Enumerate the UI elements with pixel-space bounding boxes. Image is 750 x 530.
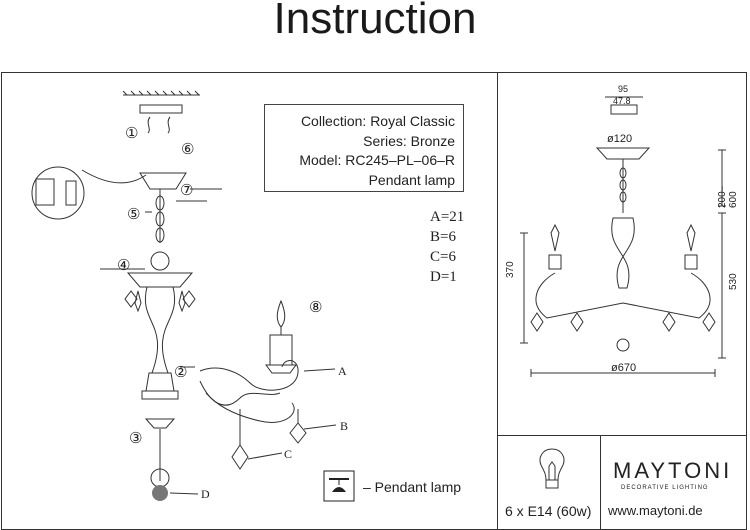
diameter-dim: ø670 [611,362,637,374]
step-7-marker: ⑦ [180,181,194,199]
height-left-dim: 370 [505,261,516,278]
part-d-marker: D [201,487,210,501]
step-1-marker: ① [125,124,139,142]
assembly-drawing [31,90,337,501]
step-3-marker: ③ [129,429,143,447]
bulb-spec: 6 x E14 (60w) [505,503,592,519]
bulb-icon [539,448,565,489]
dimension-drawing [520,96,726,377]
part-a-marker: A [338,364,347,378]
part-c-marker: C [284,447,293,461]
brand-website: www.maytoni.de [608,503,703,518]
part-code: D=1 [430,269,457,285]
brand-tagline: DECORATIVE LIGHTING [621,485,709,491]
step-4-marker: ④ [117,256,131,274]
step-8-marker: ⑧ [309,298,323,316]
chain-dim: 200–600 [717,185,739,208]
pendant-lamp-icon [323,470,355,502]
collection-text: Collection: Royal Classic [300,113,455,129]
type-text: Pendant lamp [368,171,455,188]
top-width-dim: 95 [618,84,629,94]
legend-label: – Pendant lamp [363,479,462,495]
brand-logo: MAYTONI [613,458,733,483]
parts-list: A=21 B=6 C=6 D=1 [430,207,464,287]
model-text: Model: RC245–PL–06–R [299,152,455,168]
part-code: C=6 [430,249,456,265]
step-6-marker: ⑥ [181,140,195,158]
height-right-dim: 530 [728,273,739,290]
part-b-marker: B [340,419,349,433]
part-code: A=21 [430,209,465,225]
product-info-box: Collection: Royal Classic Series: Bronze… [264,104,464,192]
step-2-marker: ② [174,363,188,381]
step-5-marker: ⑤ [127,205,141,223]
top-inner-dim: 47.8 [613,96,631,106]
canopy-dim: ø120 [607,133,633,145]
series-text: Series: Bronze [363,132,455,149]
part-code: B=6 [430,229,456,245]
page-title: Instruction [273,0,477,43]
